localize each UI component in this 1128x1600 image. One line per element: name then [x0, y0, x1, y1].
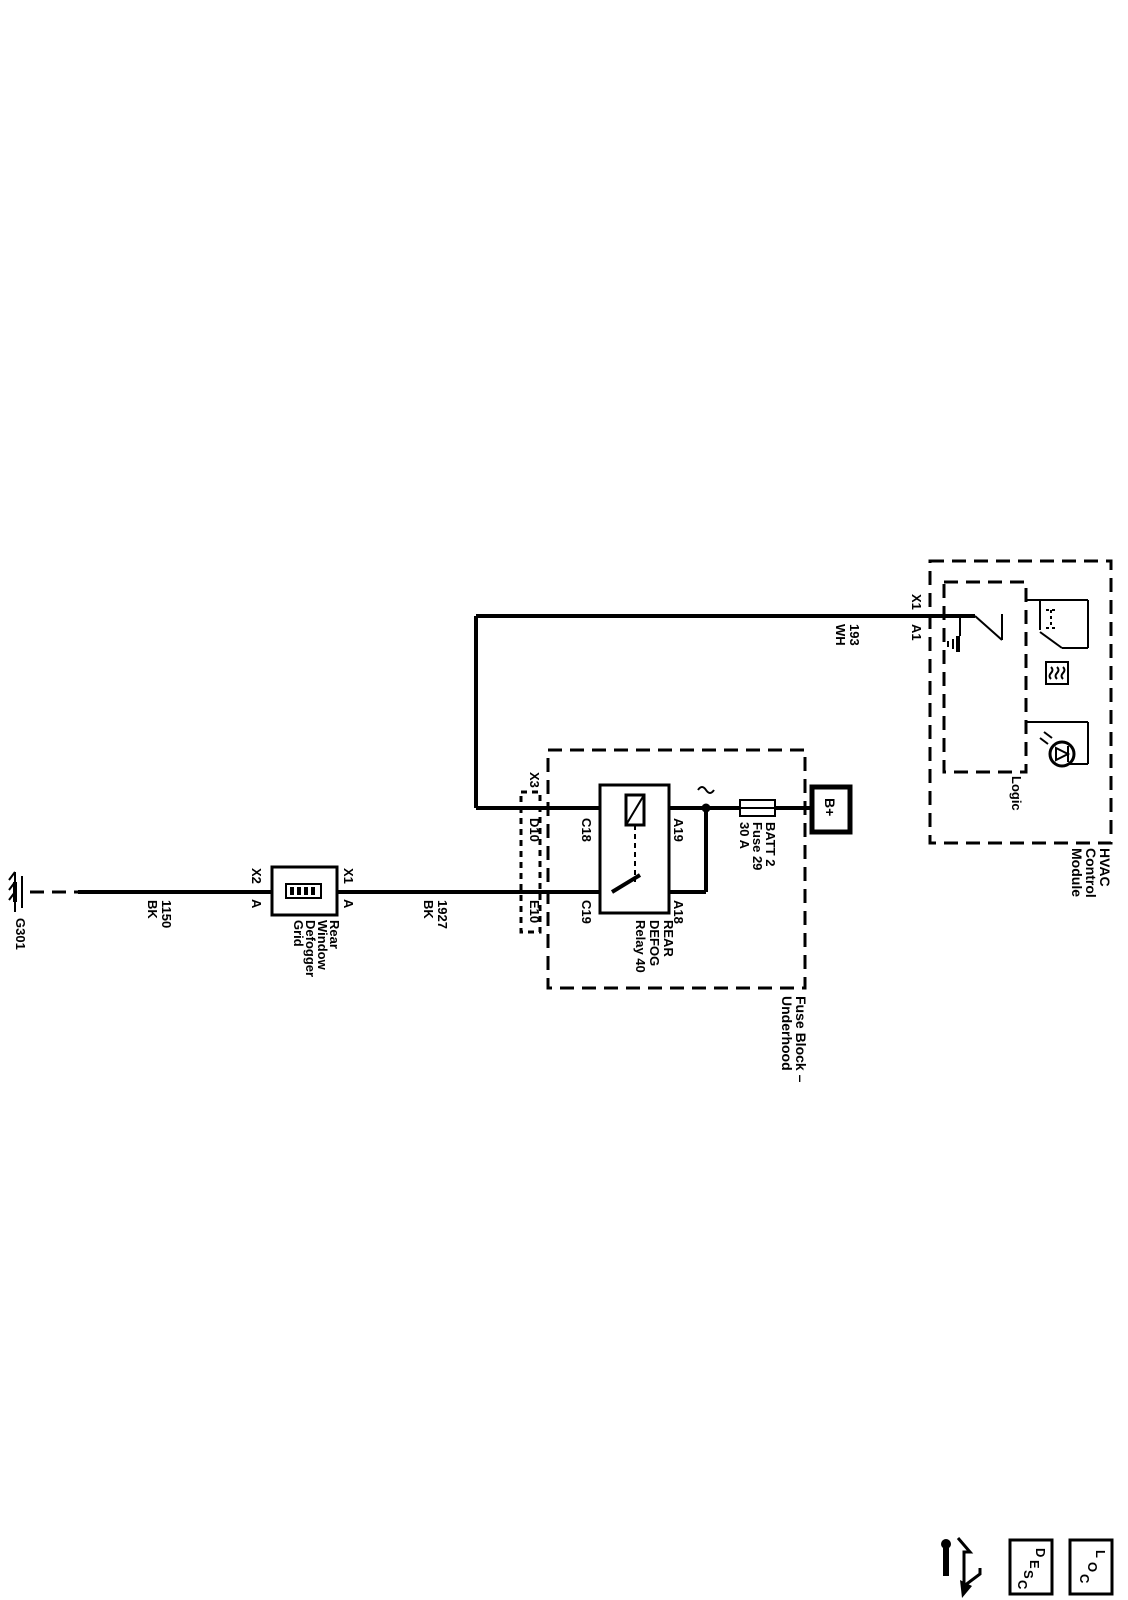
fuse-block-name-2: Underhood	[779, 996, 795, 1071]
grid-conn-left: X2	[249, 868, 264, 884]
grid-wire-circuit: 1927	[435, 900, 450, 929]
fuse-block-outline	[546, 748, 807, 990]
ground-g301: G301	[8, 871, 28, 950]
defog-switch-actuator	[1046, 609, 1056, 629]
grid-heater-icon	[290, 887, 315, 895]
ground-wire-label: 1150 BK	[145, 900, 174, 928]
loc-letter-l: L	[1093, 1550, 1108, 1558]
rear-window-defogger-grid: X2 A X1 A Rear Window Defogger Grid	[249, 865, 356, 977]
logic-label: Logic	[1009, 776, 1024, 811]
grid-conn-right: X1	[341, 868, 356, 884]
led-icon	[1048, 740, 1076, 768]
fuse-name-3: 30 A	[737, 822, 752, 850]
rear-defog-relay: C18 C19 A19 A18 REAR DEFOG Relay 40	[579, 783, 686, 973]
relay-name-3: Relay 40	[633, 920, 648, 973]
grid-pin-left: A	[249, 899, 264, 909]
grid-name-4: Grid	[291, 920, 306, 947]
ground-icon	[8, 871, 23, 912]
nav-icons: D E S C L O C	[940, 1530, 1114, 1598]
ground-wire-color: BK	[145, 900, 160, 919]
relay-name-2: DEFOG	[647, 920, 662, 966]
desc-letter-s: S	[1021, 1570, 1036, 1579]
junction-dot	[701, 803, 711, 813]
loc-letter-c: C	[1077, 1574, 1092, 1584]
relay-pin-a19: A19	[671, 818, 686, 842]
fuse-block-connector: X3	[527, 772, 542, 788]
grid-pin-right: A	[341, 899, 356, 909]
grid-wire-label: 1927 BK	[421, 900, 450, 929]
desc-letter-d: D	[1033, 1548, 1048, 1557]
relay-switch-contact	[610, 873, 642, 894]
logic-outline	[942, 580, 1028, 774]
grid-wire-color: BK	[421, 900, 436, 919]
battery-box	[809, 784, 853, 835]
hvac-outline	[928, 559, 1113, 845]
fuse-block-pin-top: D10	[527, 818, 542, 842]
wire-break-tilde	[697, 786, 715, 794]
fuse-name-2: Fuse 29	[750, 822, 765, 870]
loc-letter-o: O	[1085, 1562, 1100, 1572]
relay-pin-c19: C19	[579, 900, 594, 924]
fuse-block-name-1: Fuse Block –	[793, 996, 809, 1083]
battery-label: B+	[822, 798, 838, 816]
desc-letter-c: C	[1015, 1580, 1030, 1590]
relay-pin-a18: A18	[671, 900, 686, 924]
defog-indicator	[1026, 721, 1089, 768]
tools-icon[interactable]	[940, 1530, 1000, 1598]
relay-name-1: REAR	[661, 920, 676, 957]
hvac-wire-circuit: 193	[847, 624, 862, 646]
hvac-wire-color: WH	[833, 624, 848, 646]
logic-ground-icon	[947, 636, 960, 652]
battery-b-plus: B+	[809, 784, 853, 835]
hvac-name-2: Control	[1083, 848, 1099, 898]
ground-label: G301	[13, 918, 28, 950]
desc-letter-e: E	[1027, 1560, 1042, 1569]
desc-button[interactable]: D E S C	[1008, 1538, 1054, 1596]
loc-button[interactable]: L O C	[1068, 1538, 1114, 1596]
defog-switch	[1026, 599, 1089, 685]
hvac-name-1: HVAC	[1097, 848, 1113, 887]
relay-pin-c18: C18	[579, 818, 594, 842]
hvac-wire-label: 193 WH	[833, 624, 862, 646]
hvac-name-3: Module	[1069, 848, 1085, 897]
grid-name-1: Rear	[327, 920, 342, 949]
fuse-block-connector-box	[519, 790, 542, 934]
fuse-block-underhood: Fuse Block – Underhood X3 D10 E10	[519, 748, 809, 1083]
grid-name-3: Defogger	[303, 920, 318, 977]
ground-wire-circuit: 1150	[159, 900, 174, 928]
fuse-name-1: BATT 2	[763, 822, 778, 867]
hvac-control-module: X1 A1 HVAC Control Module Logic	[909, 559, 1113, 898]
hvac-pin: A1	[909, 624, 924, 641]
logic-ground-switch	[944, 614, 1003, 652]
rear-defrost-icon	[1045, 661, 1069, 685]
fuse-block-pin-bottom: E10	[527, 900, 542, 923]
grid-name-2: Window	[315, 920, 330, 971]
batt2-fuse-29: BATT 2 Fuse 29 30 A	[737, 799, 778, 870]
wires	[30, 614, 944, 894]
relay-coil-diagonal	[625, 794, 645, 826]
hvac-connector: X1	[909, 594, 924, 610]
